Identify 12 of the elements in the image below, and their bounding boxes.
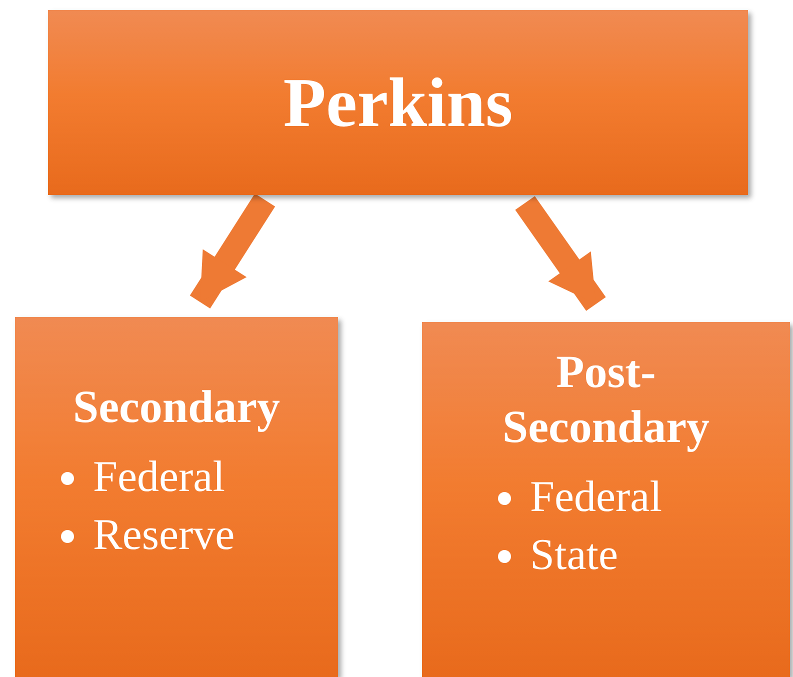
box-heading: Secondary (72, 380, 281, 434)
block-arrow (515, 196, 606, 311)
box-heading: Perkins (282, 64, 514, 144)
process-box (48, 10, 748, 195)
box-heading: Post-Secondary (502, 345, 710, 454)
bullet-item: Reserve (53, 506, 338, 564)
bullet-item: State (490, 526, 790, 584)
process-box (15, 317, 338, 677)
bullet-item: Federal (490, 468, 790, 526)
block-arrow (190, 194, 276, 308)
process-box (422, 322, 790, 677)
bullet-item: Federal (53, 448, 338, 506)
